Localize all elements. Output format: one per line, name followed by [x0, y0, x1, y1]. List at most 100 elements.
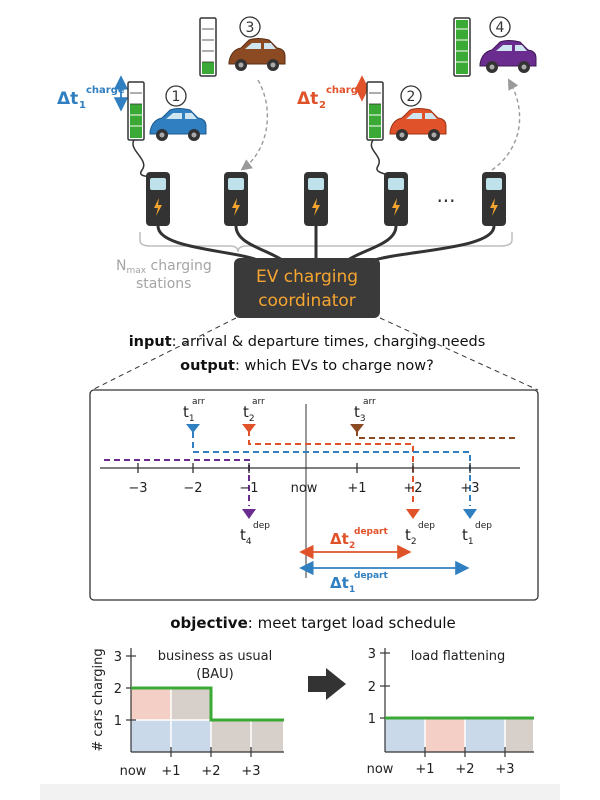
flat-cell-now	[385, 718, 425, 752]
arrival-label-3: t3 arr	[354, 397, 376, 424]
svg-text:2: 2	[114, 682, 122, 697]
svg-text:2: 2	[368, 680, 376, 695]
presence-line-car-1	[192, 432, 471, 506]
delta-t2-charge-label: Δt 2 charge	[297, 75, 370, 111]
departure-label-1: t1 dep	[462, 521, 492, 547]
arrival-label-1: t1 arr	[183, 397, 205, 424]
battery-icon-car-2	[366, 81, 384, 141]
svg-text:Δt: Δt	[57, 89, 78, 109]
svg-text:Nmax charging: Nmax charging	[116, 258, 212, 276]
bau-cell-now-top	[131, 688, 171, 720]
svg-text:1: 1	[79, 100, 86, 111]
svg-text:charge: charge	[86, 85, 125, 96]
input-line: input: arrival & departure times, chargi…	[129, 334, 486, 350]
charging-station-1	[146, 172, 170, 226]
flat-cell-2	[465, 718, 505, 752]
top-scene: 3 4 Δt 1 charge	[57, 16, 537, 318]
svg-text:Δt: Δt	[330, 530, 349, 548]
time-axis-labels: −3 −2 −1 now +1 +2 +3	[128, 481, 479, 496]
svg-text:dep: dep	[418, 521, 435, 531]
charging-station-4	[384, 172, 408, 226]
charging-station-3	[304, 172, 328, 226]
svg-text:t4: t4	[240, 526, 252, 547]
arrival-arrow-car-3	[240, 79, 269, 171]
bottom-strip	[40, 784, 560, 800]
svg-text:1: 1	[368, 712, 376, 727]
delta-t2-depart: Δt 2 depart	[299, 527, 412, 560]
bau-load-line	[131, 686, 284, 722]
battery-icon-car-3	[199, 17, 217, 77]
svg-text:3: 3	[368, 647, 376, 662]
svg-text:1: 1	[349, 585, 355, 595]
ev-charging-coordinator-box: EV charging coordinator	[234, 258, 380, 318]
bau-cell-now-bottom	[131, 720, 171, 752]
svg-text:now: now	[291, 481, 318, 496]
svg-text:t3: t3	[354, 403, 366, 424]
svg-text:3: 3	[246, 20, 255, 36]
bau-cell-2	[211, 720, 251, 752]
svg-text:dep: dep	[253, 521, 270, 531]
svg-text:coordinator: coordinator	[258, 291, 356, 311]
svg-text:t1: t1	[183, 403, 195, 424]
svg-text:1: 1	[172, 89, 181, 105]
car-icon-2	[389, 108, 447, 141]
car-icon-1	[149, 108, 207, 141]
arrival-marker-2	[242, 424, 256, 433]
arrival-label-2: t2 arr	[243, 397, 265, 424]
charging-station-2	[224, 172, 248, 226]
svg-text:t1: t1	[462, 526, 474, 547]
car-label-2: 2	[400, 85, 422, 107]
zoom-line-left	[91, 317, 237, 391]
svg-text:2: 2	[349, 541, 355, 551]
svg-text:dep: dep	[475, 521, 492, 531]
delta-t1-charge-label: Δt 1 charge	[57, 75, 129, 112]
svg-text:+1: +1	[347, 481, 366, 496]
svg-text:Δt: Δt	[330, 574, 349, 592]
battery-icon-car-4	[453, 17, 471, 77]
svg-text:−1: −1	[239, 481, 258, 496]
objective-line: objective: meet target load schedule	[170, 614, 455, 632]
io-description: input: arrival & departure times, chargi…	[129, 334, 486, 374]
departure-marker-4	[242, 509, 256, 519]
svg-text:4: 4	[496, 20, 505, 36]
car-label-3: 3	[239, 16, 261, 38]
presence-line-car-4	[104, 459, 250, 506]
svg-text:+2: +2	[403, 481, 422, 496]
svg-text:3: 3	[114, 650, 122, 665]
right-arrow-icon	[308, 668, 346, 700]
timeline-panel: t1 arr t2 arr t3 arr −3 −2 −1 now +1 +2	[89, 389, 539, 601]
svg-text:arr: arr	[363, 397, 376, 407]
bau-title: business as usual	[158, 649, 273, 664]
svg-text:depart: depart	[354, 527, 389, 537]
car-label-1: 1	[165, 85, 187, 107]
svg-text:charge: charge	[326, 85, 365, 96]
svg-text:+3: +3	[460, 481, 479, 496]
svg-text:1: 1	[114, 714, 122, 729]
svg-text:−3: −3	[128, 481, 147, 496]
svg-text:−2: −2	[183, 481, 202, 496]
stations-ellipsis: ···	[436, 189, 455, 213]
svg-text:stations: stations	[136, 276, 191, 292]
svg-text:+2: +2	[201, 764, 220, 779]
svg-text:t2: t2	[243, 403, 255, 424]
svg-text:+1: +1	[415, 762, 434, 777]
svg-text:EV charging: EV charging	[256, 267, 358, 287]
bau-subtitle: (BAU)	[196, 667, 233, 682]
svg-text:2: 2	[319, 100, 326, 111]
presence-line-car-2	[248, 430, 414, 506]
car-icon-3	[228, 38, 286, 71]
battery-icon-car-1	[127, 81, 145, 141]
bau-y-axis-label: # cars charging	[91, 648, 106, 751]
departure-marker-2	[406, 509, 420, 519]
bau-cell-1-top	[171, 688, 211, 720]
svg-text:now: now	[367, 762, 394, 777]
departure-label-4: t4 dep	[240, 521, 270, 547]
delta-t1-depart: Δt 1 depart	[299, 560, 470, 595]
coordinator-cables	[156, 225, 496, 264]
svg-text:+1: +1	[161, 764, 180, 779]
departure-label-2: t2 dep	[405, 521, 435, 547]
svg-text:+3: +3	[241, 764, 260, 779]
svg-text:depart: depart	[354, 571, 389, 581]
flat-cell-3	[505, 718, 533, 752]
svg-text:+2: +2	[455, 762, 474, 777]
